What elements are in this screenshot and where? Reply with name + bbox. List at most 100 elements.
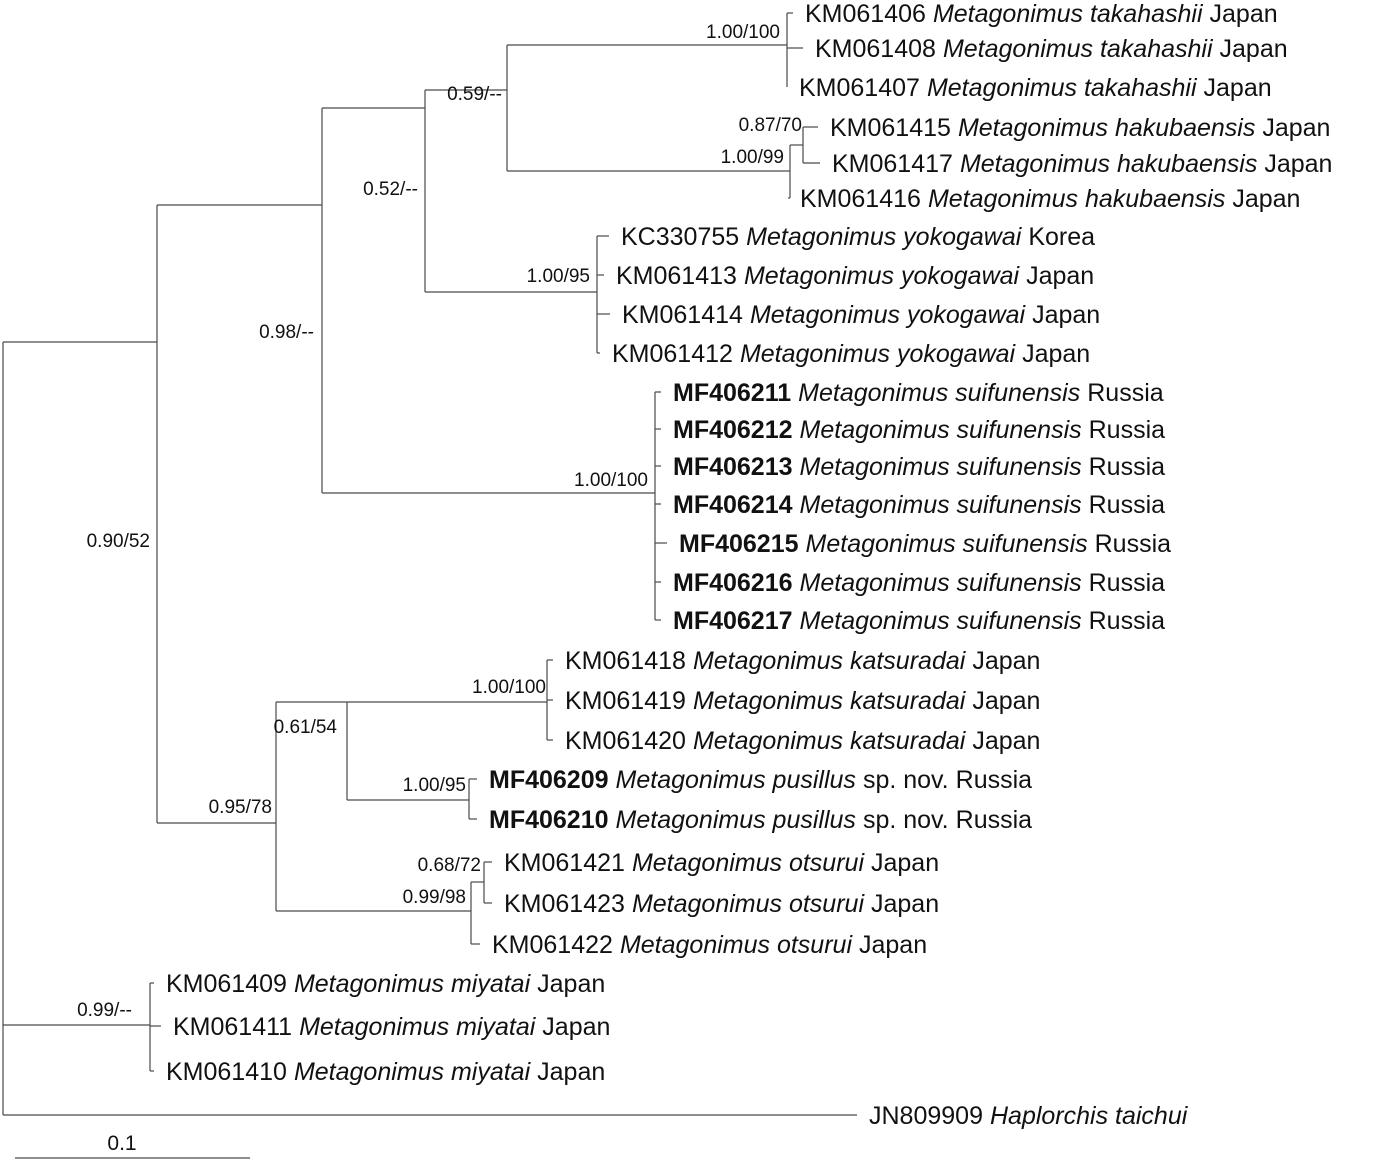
leaf-species: Metagonimus hakubaensis: [958, 114, 1255, 142]
support-value-n_katpus: 0.61/54: [274, 717, 338, 738]
leaf-suffix: sp. nov.: [863, 766, 949, 794]
leaf-accession: KM061421: [504, 849, 625, 877]
leaf-accession: KM061416: [800, 185, 921, 213]
scale-bar-label: 0.1: [107, 1132, 136, 1155]
leaf-locality: Russia: [1089, 491, 1166, 519]
leaf-locality: Japan: [871, 890, 939, 918]
leaf-accession: KM061410: [166, 1058, 287, 1086]
tree-branches: [2, 12, 857, 1116]
support-value-n_root: 0.90/52: [87, 531, 150, 552]
leaf-locality: Russia: [956, 806, 1033, 834]
leaf-locality: Russia: [1087, 379, 1164, 407]
support-value-n_hak_inner: 0.87/70: [739, 115, 802, 136]
leaf-locality: Japan: [1204, 74, 1272, 102]
leaf-locality: Japan: [972, 687, 1040, 715]
support-value-n_pus: 1.00/95: [403, 775, 466, 796]
leaf-locality: Japan: [1026, 262, 1094, 290]
leaf-accession: KM061412: [612, 340, 733, 368]
leaf-accession: KM061419: [565, 687, 686, 715]
leaf-accession: KM061414: [622, 301, 743, 329]
leaf-suffix: sp. nov.: [863, 806, 949, 834]
leaf-locality: Japan: [1232, 185, 1300, 213]
leaf-locality: Japan: [1264, 150, 1332, 178]
support-value-n_sui: 1.00/100: [574, 470, 648, 491]
leaf-species: Metagonimus yokogawai: [746, 223, 1023, 251]
leaf-species: Metagonimus takahashii: [927, 74, 1198, 102]
leaf-accession: MF406215: [679, 530, 799, 558]
leaf-accession: KM061415: [830, 114, 951, 142]
leaf-accession: MF406216: [673, 569, 793, 597]
leaf-accession: KM061407: [799, 74, 920, 102]
leaf-species: Metagonimus pusillus: [616, 766, 856, 794]
leaf-species: Metagonimus hakubaensis: [928, 185, 1225, 213]
leaf-locality: Russia: [1089, 416, 1166, 444]
leaf-accession: MF406217: [673, 607, 793, 635]
leaf-accession: KM061418: [565, 647, 686, 675]
leaf-accession: KM061417: [832, 150, 953, 178]
leaf-locality: Japan: [1032, 301, 1100, 329]
leaf-locality: Japan: [537, 1058, 605, 1086]
support-value-n_ots_inner: 0.68/72: [418, 855, 481, 876]
support-value-n_hak: 1.00/99: [721, 147, 784, 168]
leaf-species: Metagonimus suifunensis: [800, 491, 1082, 519]
leaf-accession: MF406214: [673, 491, 793, 519]
leaf-species: Metagonimus yokogawai: [740, 340, 1017, 368]
leaf-accession: MF406209: [489, 766, 609, 794]
leaf-species: Metagonimus hakubaensis: [960, 150, 1257, 178]
leaf-species: Haplorchis taichui: [990, 1102, 1189, 1130]
leaf-species: Metagonimus miyatai: [294, 1058, 532, 1086]
leaf-locality: Japan: [542, 1013, 610, 1041]
leaf-species: Metagonimus suifunensis: [800, 453, 1082, 481]
leaf-species: Metagonimus otsurui: [632, 890, 866, 918]
leaf-locality: Russia: [956, 766, 1033, 794]
support-value-n_miy: 0.99/--: [77, 1000, 132, 1021]
leaf-accession: MF406211: [673, 379, 791, 407]
leaf-species: Metagonimus suifunensis: [806, 530, 1088, 558]
leaf-species: Metagonimus takahashii: [943, 35, 1214, 63]
leaf-accession: KM061422: [492, 931, 613, 959]
leaf-species: Metagonimus yokogawai: [744, 262, 1021, 290]
leaf-species: Metagonimus miyatai: [294, 970, 532, 998]
leaf-locality: Russia: [1089, 453, 1166, 481]
leaf-locality: Japan: [1262, 114, 1330, 142]
leaf-species: Metagonimus takahashii: [933, 0, 1204, 28]
leaf-locality: Russia: [1089, 607, 1166, 635]
leaf-species: Metagonimus katsuradai: [693, 647, 967, 675]
leaf-accession: KM061409: [166, 970, 287, 998]
leaf-accession: KM061413: [616, 262, 737, 290]
support-value-n_yok: 1.00/95: [527, 266, 590, 287]
leaf-accession: KM061420: [565, 727, 686, 755]
leaf-accession: KM061406: [805, 0, 926, 28]
leaf-locality: Japan: [1022, 340, 1090, 368]
leaf-species: Metagonimus katsuradai: [693, 727, 967, 755]
leaf-locality: Japan: [972, 647, 1040, 675]
leaf-species: Metagonimus suifunensis: [798, 379, 1080, 407]
leaf-accession: MF406212: [673, 416, 793, 444]
leaf-locality: Russia: [1095, 530, 1172, 558]
